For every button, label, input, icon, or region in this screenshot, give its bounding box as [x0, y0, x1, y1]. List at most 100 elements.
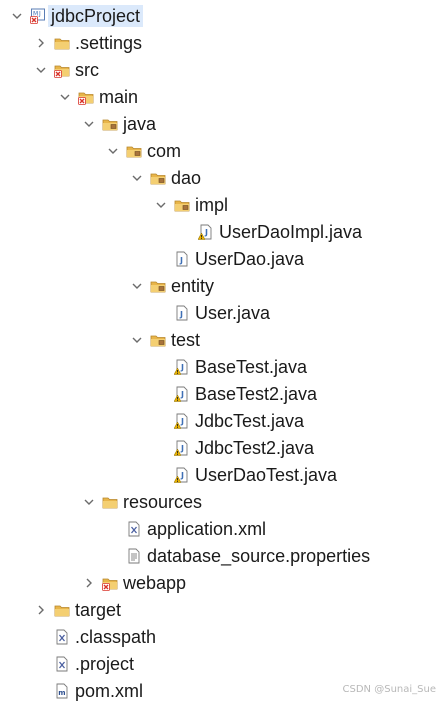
tree-item[interactable]: com	[106, 137, 181, 164]
tree-item[interactable]: main	[58, 83, 138, 110]
chevron-spacer	[106, 522, 120, 536]
chevron-down-icon[interactable]	[154, 198, 168, 212]
tree-item-label: BaseTest2.java	[195, 383, 318, 404]
chevron-right-icon[interactable]	[34, 36, 48, 50]
java-file-icon: J	[174, 251, 190, 267]
tree-item[interactable]: J JdbcTest2.java	[154, 434, 314, 461]
tree-item[interactable]: J JdbcTest.java	[154, 407, 304, 434]
xml-file-icon	[54, 629, 70, 645]
tree-item-label: UserDaoTest.java	[195, 464, 338, 485]
chevron-spacer	[154, 360, 168, 374]
source-folder-icon	[54, 62, 70, 78]
chevron-spacer	[154, 414, 168, 428]
chevron-down-icon[interactable]	[82, 495, 96, 509]
java-file-warning-icon: J	[174, 359, 190, 375]
chevron-spacer	[178, 225, 192, 239]
tree-item[interactable]: m pom.xml	[34, 677, 143, 704]
tree-item-label: UserDao.java	[195, 248, 305, 269]
tree-item[interactable]: database_source.properties	[106, 542, 370, 569]
source-folder-icon	[102, 575, 118, 591]
java-file-warning-icon: J	[198, 224, 214, 240]
tree-item[interactable]: webapp	[82, 569, 186, 596]
tree-item[interactable]: entity	[130, 272, 214, 299]
svg-text:J: J	[179, 310, 183, 319]
tree-item[interactable]: J UserDaoImpl.java	[178, 218, 362, 245]
chevron-down-icon[interactable]	[58, 90, 72, 104]
tree-item[interactable]: J BaseTest2.java	[154, 380, 317, 407]
svg-text:J: J	[204, 228, 208, 237]
tree-item[interactable]: src	[34, 56, 99, 83]
chevron-down-icon[interactable]	[106, 144, 120, 158]
tree-item[interactable]: J UserDao.java	[154, 245, 304, 272]
tree-item-label: jdbcProject	[48, 4, 144, 27]
java-file-warning-icon: J	[174, 467, 190, 483]
chevron-spacer	[154, 441, 168, 455]
java-file-warning-icon: J	[174, 413, 190, 429]
java-file-warning-icon: J	[174, 440, 190, 456]
watermark: CSDN @Sunai_Sue	[342, 684, 436, 695]
tree-item-label: .project	[75, 653, 135, 674]
package-folder-icon	[150, 170, 166, 186]
svg-text:J: J	[180, 390, 184, 399]
tree-item-label: src	[75, 59, 99, 80]
tree-item-label: entity	[171, 275, 215, 296]
tree-item-label: User.java	[195, 302, 271, 323]
tree-item-label: impl	[195, 194, 229, 215]
tree-item[interactable]: J BaseTest.java	[154, 353, 307, 380]
tree-item-label: .settings	[75, 32, 143, 53]
tree-item[interactable]: .project	[34, 650, 134, 677]
svg-text:M: M	[33, 10, 38, 17]
svg-text:J: J	[179, 256, 183, 265]
chevron-right-icon[interactable]	[82, 576, 96, 590]
tree-item-label: application.xml	[147, 518, 267, 539]
package-folder-icon	[102, 116, 118, 132]
svg-text:J: J	[180, 471, 184, 480]
chevron-right-icon[interactable]	[34, 603, 48, 617]
tree-item-label: target	[75, 599, 122, 620]
maven-file-icon: m	[54, 683, 70, 699]
tree-item[interactable]: .settings	[34, 29, 142, 56]
package-folder-icon	[150, 278, 166, 294]
chevron-spacer	[34, 684, 48, 698]
tree-item[interactable]: impl	[154, 191, 228, 218]
tree-item-label: UserDaoImpl.java	[219, 221, 363, 242]
chevron-spacer	[154, 252, 168, 266]
svg-text:J: J	[38, 10, 41, 17]
chevron-spacer	[34, 657, 48, 671]
tree-item[interactable]: J UserDaoTest.java	[154, 461, 337, 488]
chevron-spacer	[154, 468, 168, 482]
text-file-icon	[126, 548, 142, 564]
svg-text:J: J	[180, 417, 184, 426]
chevron-down-icon[interactable]	[10, 9, 24, 23]
project-icon: M J	[30, 8, 46, 24]
package-folder-icon	[126, 143, 142, 159]
tree-item[interactable]: target	[34, 596, 121, 623]
tree-item[interactable]: dao	[130, 164, 201, 191]
chevron-down-icon[interactable]	[130, 171, 144, 185]
package-folder-icon	[174, 197, 190, 213]
svg-text:J: J	[180, 444, 184, 453]
tree-item[interactable]: application.xml	[106, 515, 266, 542]
tree-item[interactable]: java	[82, 110, 156, 137]
package-folder-icon	[150, 332, 166, 348]
chevron-down-icon[interactable]	[130, 279, 144, 293]
tree-item[interactable]: .classpath	[34, 623, 156, 650]
tree-item[interactable]: J User.java	[154, 299, 270, 326]
tree-item-label: com	[147, 140, 182, 161]
java-file-icon: J	[174, 305, 190, 321]
tree-item[interactable]: test	[130, 326, 200, 353]
tree-item[interactable]: resources	[82, 488, 202, 515]
chevron-down-icon[interactable]	[82, 117, 96, 131]
chevron-spacer	[34, 630, 48, 644]
chevron-down-icon[interactable]	[34, 63, 48, 77]
tree-item[interactable]: M J jdbcProject	[10, 2, 144, 29]
tree-item-label: main	[99, 86, 139, 107]
tree-item-label: test	[171, 329, 201, 350]
folder-icon	[54, 35, 70, 51]
tree-item-label: .classpath	[75, 626, 157, 647]
java-file-warning-icon: J	[174, 386, 190, 402]
chevron-spacer	[154, 387, 168, 401]
tree-item-label: webapp	[123, 572, 187, 593]
chevron-down-icon[interactable]	[130, 333, 144, 347]
tree-item-label: BaseTest.java	[195, 356, 308, 377]
